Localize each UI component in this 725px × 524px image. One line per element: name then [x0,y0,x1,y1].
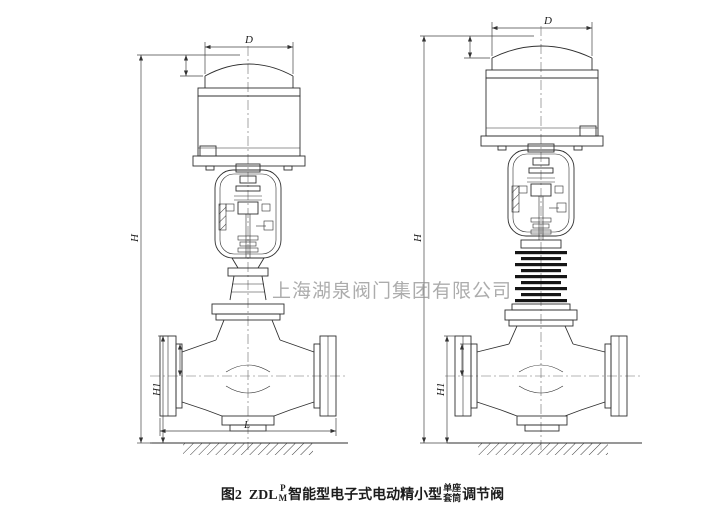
caption-subscript: M [278,493,288,503]
right-bellows [511,239,571,311]
caption-superscript: P [280,483,286,494]
left-dimensions: D H H1 L [129,34,337,444]
left-valve-body [159,303,337,432]
company-watermark: 上海湖泉阀门集团有限公司 [272,281,513,302]
dim-label-h1-left: H1 [151,383,163,397]
caption-stack-top: 单座 [443,483,462,494]
left-valve-drawing: D H H1 L [129,34,348,455]
right-travel-scale [511,185,520,213]
caption-model-variant: P M [278,483,288,504]
left-actuator [192,63,306,171]
caption-stack-bottom: 套筒 [443,493,462,503]
right-actuator [480,45,604,151]
left-ground [150,442,348,455]
right-ground [447,442,642,455]
dim-label-l-left: L [243,419,250,431]
right-dimensions: D H H1 [412,15,593,444]
right-valve-drawing: D H H1 [412,15,642,455]
dim-label-d-right: D [543,15,552,27]
left-bonnet [227,257,269,301]
dim-label-h-left: H [129,233,141,243]
caption-type-stack: 单座 套筒 [443,483,462,504]
right-yoke [507,143,575,240]
left-travel-scale [218,203,227,231]
caption-figure-label: 图2 ZDL [220,488,278,503]
caption-description: 智能型电子式电动精小型 [288,488,443,503]
figure-caption: 图2 ZDL P M 智能型电子式电动精小型 单座 套筒 调节阀 [0,483,725,504]
right-valve-body [454,309,628,432]
dim-label-d-left: D [244,34,253,46]
dim-label-h-right: H [412,233,424,243]
dim-label-h1-right: H1 [435,383,447,397]
caption-suffix: 调节阀 [462,488,505,503]
left-yoke [214,163,282,259]
